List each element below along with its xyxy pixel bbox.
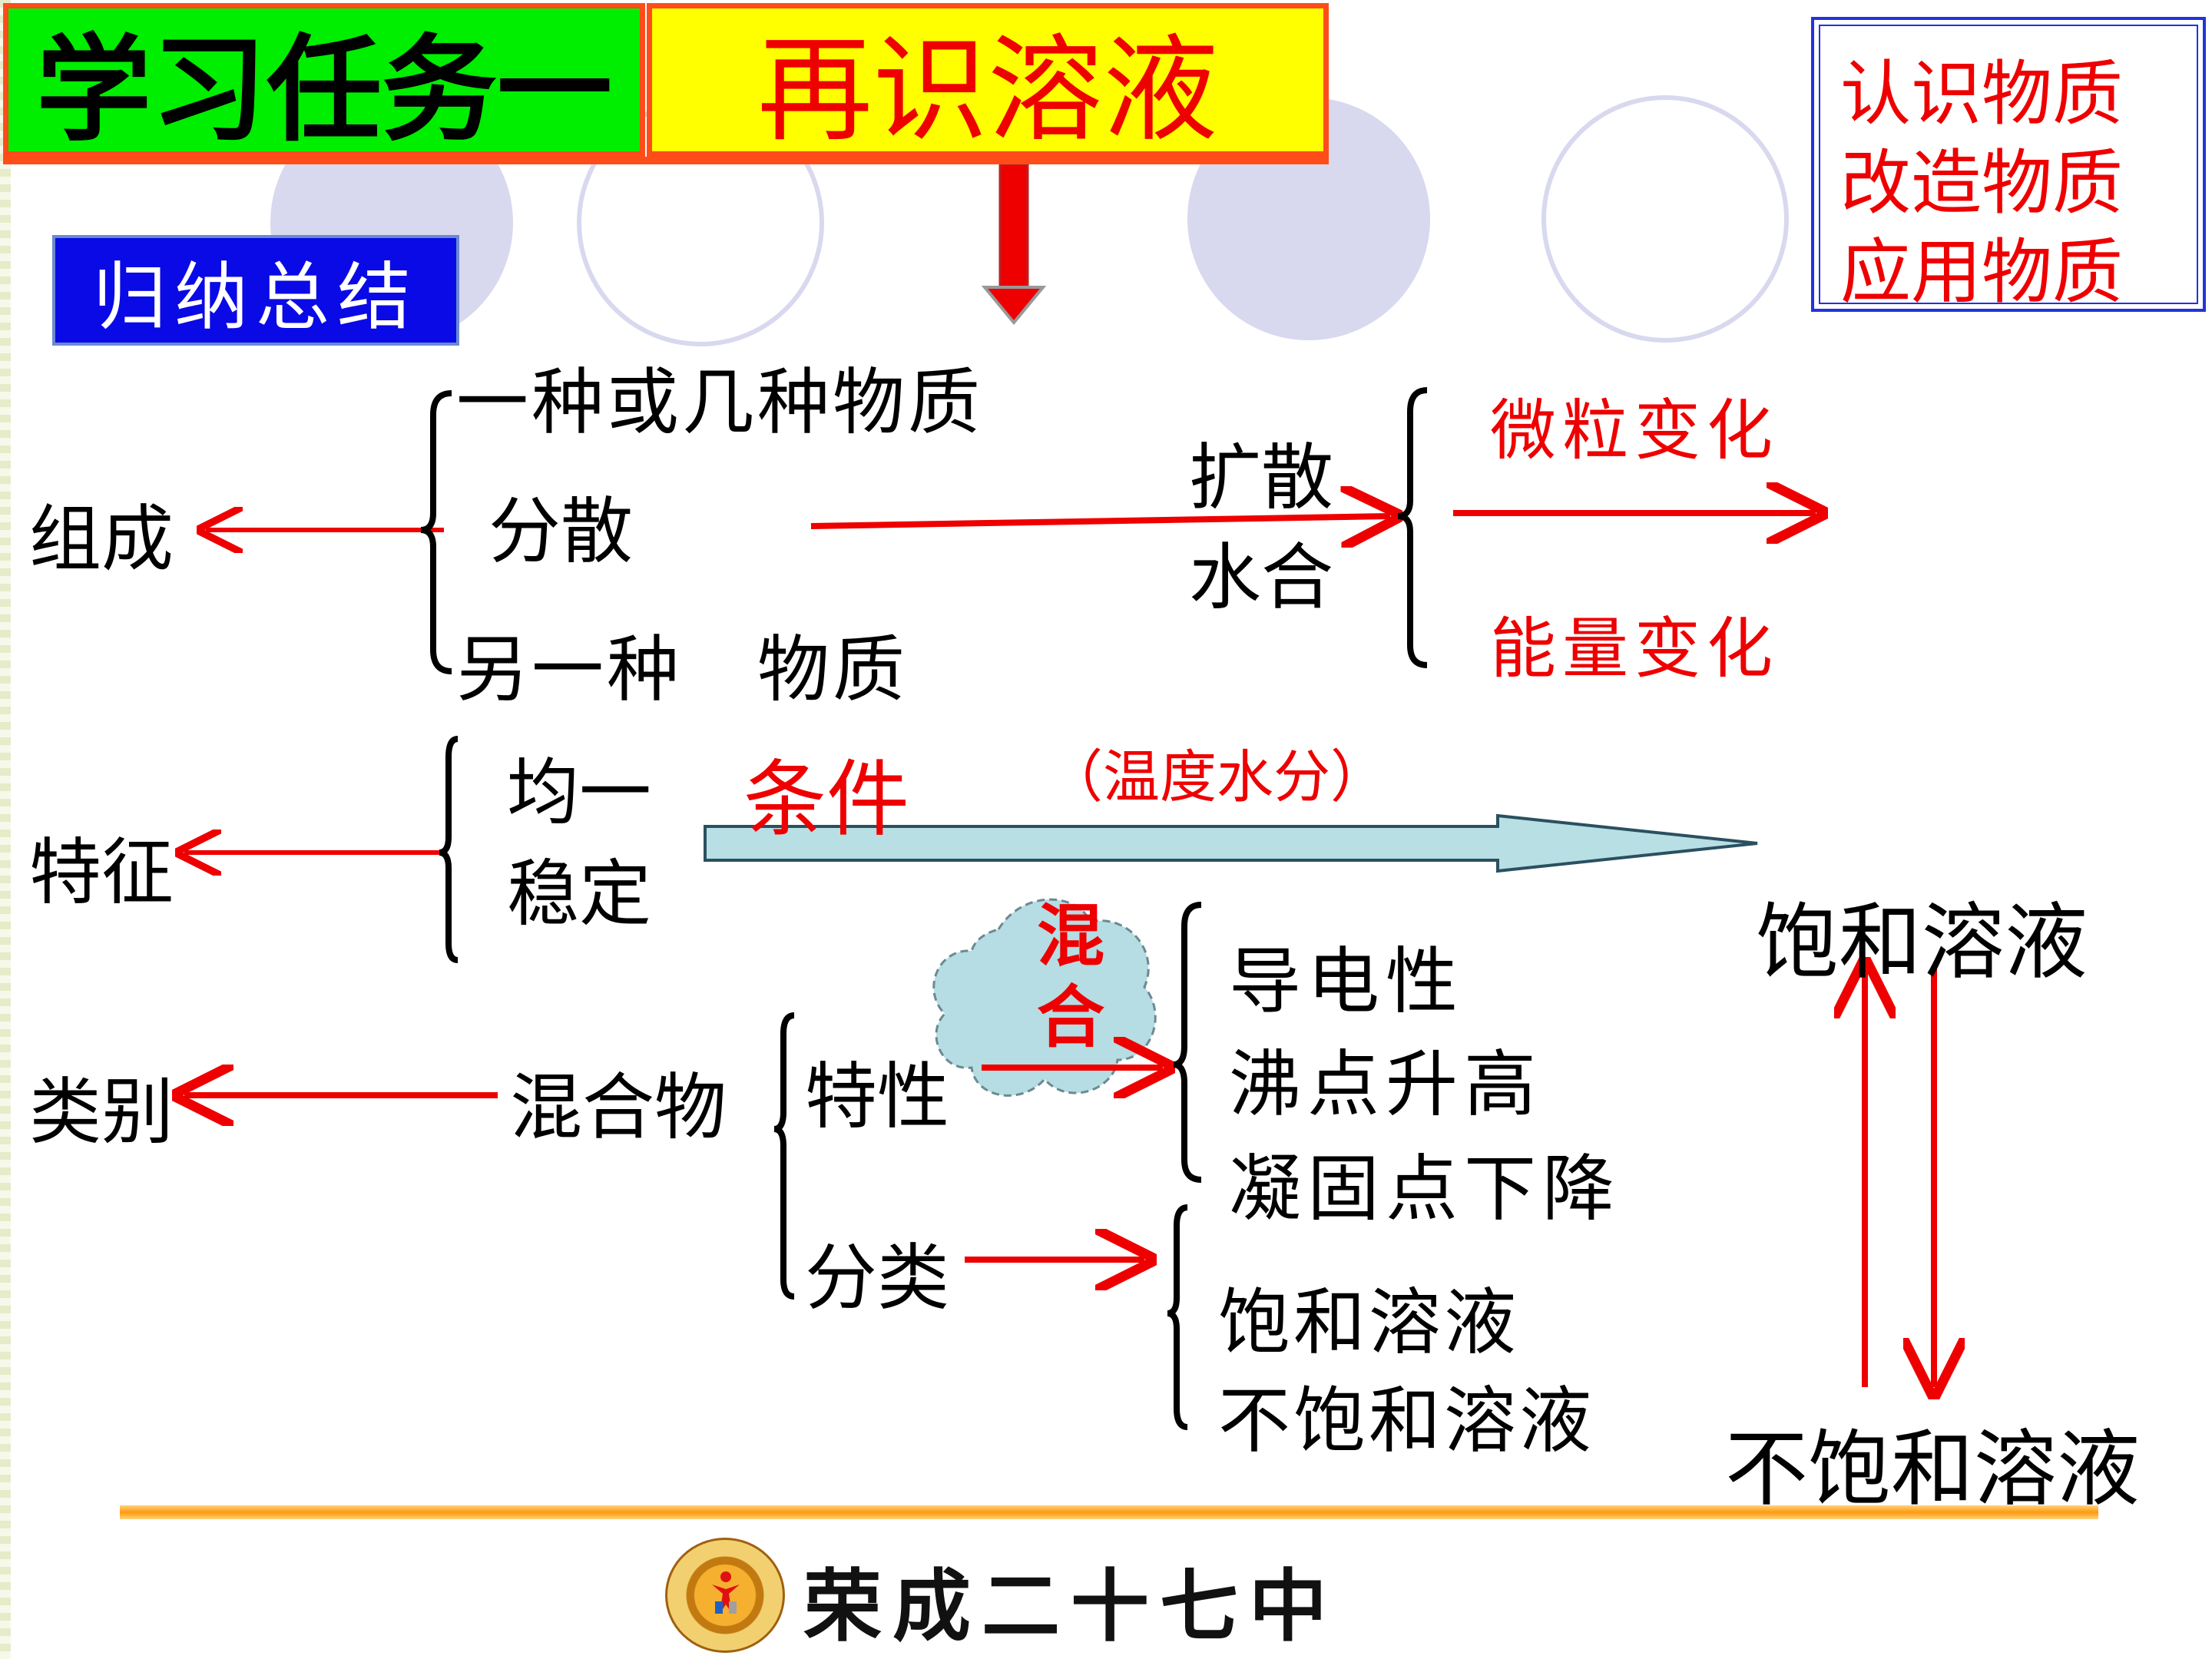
task-label: 学习任务一 [35,23,612,157]
topic-banner: 再识溶液 [647,3,1329,157]
composition-label: 组成 [29,498,174,581]
category-label: 类别 [29,1071,174,1154]
arrow-dispersion [810,516,1390,526]
property-boiling-point: 沸点升高 [1229,1043,1543,1127]
change-particle: 微粒变化 [1490,392,1779,469]
composition-item-solute: 一种或几种物质 [456,361,984,445]
classification-label: 分类 [805,1237,950,1320]
topic-title: 再识溶液 [757,23,1218,157]
decor-circle-4 [1541,95,1789,343]
unsaturated-solution: 不饱和溶液 [1725,1422,2141,1518]
change-energy: 能量变化 [1490,611,1779,687]
condition-label: 条件 [743,752,910,848]
brace-composition [420,390,452,674]
composition-item-solvent: 另一种 物质 [456,628,909,712]
goal-line-1: 认识物质 [1840,53,2124,135]
saturated-solution: 饱和溶液 [1756,895,2088,991]
summary-label-box: 归纳总结 [52,235,459,346]
feature-uniform: 均一 [507,751,652,835]
footer-divider [120,1505,2098,1519]
property-conductivity: 导电性 [1229,940,1465,1024]
summary-label: 归纳总结 [93,253,419,340]
school-name: 荣成二十七中 [803,1561,1338,1653]
brace-features [439,736,459,963]
title-bar-shadow [3,157,1329,164]
mixture-label: 混合物 [510,1066,727,1150]
brace-classes [1167,1204,1188,1430]
process-diffusion: 扩散 [1189,436,1334,520]
class-unsaturated: 不饱和溶液 [1218,1379,1595,1463]
features-label: 特征 [29,831,174,915]
goal-line-2: 改造物质 [1840,142,2124,224]
matter-goals-box: 认识物质 改造物质 应用物质 [1811,17,2206,313]
condition-detail: （温度水分） [1046,744,1387,810]
composition-item-disperse: 分散 [488,490,634,574]
process-hydration: 水合 [1189,536,1334,620]
mix-cloud-shape [932,898,1157,1097]
school-emblem-icon [665,1538,785,1653]
feature-stable: 稳定 [507,853,652,936]
brace-properties [1173,902,1202,1183]
condition-arrow [704,813,1758,873]
emblem-figure-icon [712,1571,740,1614]
left-decorative-stripe [0,0,11,1659]
property-freezing-point: 凝固点下降 [1229,1147,1621,1231]
topic-down-arrow [981,163,1047,326]
properties-label: 特性 [805,1055,950,1139]
mix-cloud-label: 混合 [1036,896,1104,1057]
goal-line-3: 应用物质 [1840,231,2124,313]
task-label-banner: 学习任务一 [3,3,645,157]
brace-changes [1397,387,1428,668]
brace-mixture [773,1012,795,1300]
class-saturated: 饱和溶液 [1218,1281,1520,1365]
